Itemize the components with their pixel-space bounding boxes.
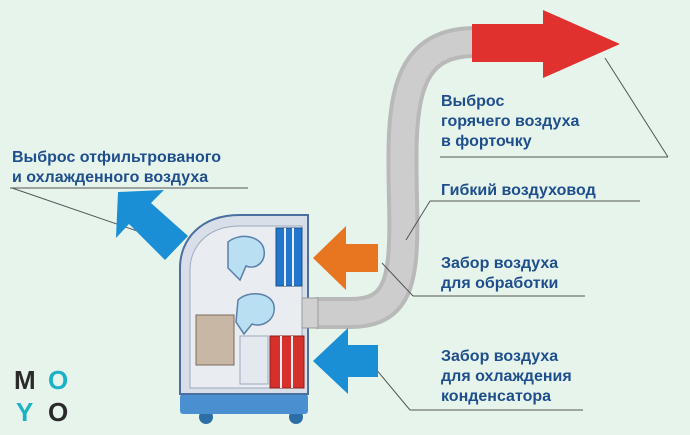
logo-letter: O [48, 397, 69, 427]
control-panel [195, 314, 235, 366]
unit-base [180, 394, 308, 414]
label-line: Забор воздуха [441, 348, 559, 365]
leader-lines [10, 57, 669, 411]
hot-air-arrow [472, 10, 620, 78]
leader-processing [381, 262, 414, 297]
filtered-air-out-arrow [116, 190, 188, 260]
label-flexible-duct: Гибкий воздуховод [441, 182, 596, 199]
label-intake-condenser: Забор воздуха для охлаждения конденсатор… [441, 347, 572, 407]
upper-fan [227, 235, 265, 282]
label-line: и охлажденного воздуха [12, 169, 209, 186]
leader-hot-air [604, 57, 669, 158]
label-filtered-air-out: Выброс отфильтрованого и охлажденного во… [12, 148, 221, 188]
leader-duct-diag [405, 200, 431, 241]
flexible-duct-highlight [316, 30, 476, 325]
logo-letter: M [14, 365, 36, 395]
label-line: горячего воздуха [441, 113, 580, 130]
label-line: для охлаждения [441, 368, 572, 385]
intake-processing-arrow [313, 226, 378, 290]
air-conditioner-unit [179, 214, 319, 424]
leader-condenser [374, 367, 411, 411]
label-line: Забор воздуха [441, 255, 559, 272]
label-hot-air-out: Выброс горячего воздуха в форточку [441, 92, 579, 152]
lower-fan [235, 293, 275, 336]
label-line: в форточку [441, 133, 532, 150]
condenser-coil [269, 335, 305, 389]
label-line: конденсатора [441, 388, 552, 405]
duct-outlet [301, 297, 319, 329]
logo-letter: O [48, 365, 69, 395]
compressor-area [239, 335, 269, 385]
label-line: Выброс отфильтрованого [12, 149, 221, 166]
label-line: Выброс [441, 93, 505, 110]
evaporator-coil [275, 227, 303, 287]
logo-letter: Y [16, 397, 34, 427]
label-line: для обработки [441, 275, 559, 292]
intake-condenser-arrow [313, 328, 378, 394]
moyo-logo: M O Y O [12, 365, 76, 427]
label-intake-processing: Забор воздуха для обработки [441, 254, 558, 294]
